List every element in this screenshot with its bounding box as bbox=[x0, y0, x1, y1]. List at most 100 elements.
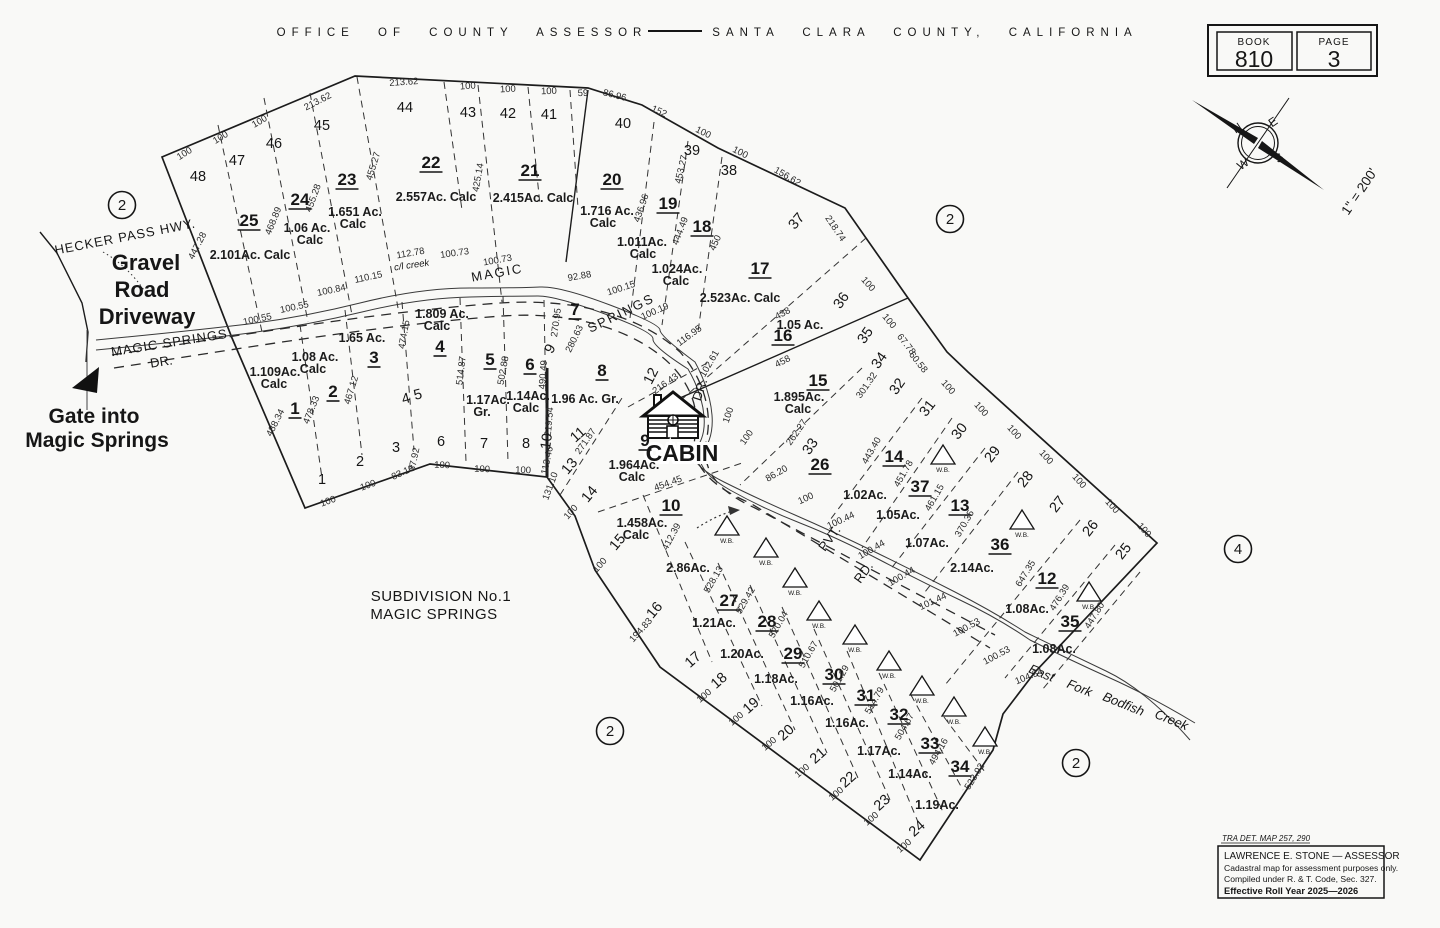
measurement-label: 100 bbox=[1004, 423, 1023, 442]
lot-number: 24 bbox=[906, 818, 929, 841]
measurement-label: 100.73 bbox=[439, 246, 469, 261]
measurement-label: 100 bbox=[474, 464, 490, 476]
parcel-number: 15 bbox=[809, 371, 828, 390]
map-annotation: Gate into bbox=[48, 405, 139, 428]
acreage-label: Calc bbox=[623, 528, 649, 542]
lot-number: 2 bbox=[356, 454, 364, 470]
wb-triangle-icon bbox=[805, 599, 833, 621]
parcel-number: 19 bbox=[659, 194, 678, 213]
parcel-number: 4 bbox=[435, 337, 445, 356]
book-page-box: BOOK 810 PAGE 3 bbox=[1207, 24, 1378, 77]
header-title-left: OFFICE OF COUNTY ASSESSOR bbox=[277, 27, 648, 39]
parcel-number: 21 bbox=[521, 161, 540, 180]
lot-line-solid-16-15 bbox=[647, 297, 909, 413]
map-annotation: Driveway bbox=[99, 304, 196, 329]
parcel-number: 28 bbox=[758, 612, 777, 631]
measurement-label: 100 bbox=[796, 490, 815, 507]
circled-number-ring bbox=[107, 190, 137, 220]
lot-number: 14 bbox=[579, 483, 602, 506]
measurement-label: 86.96 bbox=[602, 87, 628, 103]
measurement-label: 100 bbox=[434, 460, 450, 472]
acreage-label: 1.08 Ac. bbox=[292, 350, 339, 364]
assessor-name: LAWRENCE E. STONE — ASSESSOR bbox=[1224, 851, 1400, 862]
acreage-label: 2.557Ac. Calc bbox=[396, 190, 477, 204]
lot-number: 46 bbox=[266, 136, 282, 152]
circled-section-number: 2 bbox=[118, 197, 126, 214]
measurement-label: 100.44 bbox=[856, 538, 887, 562]
measurement-label: 213.62 bbox=[302, 90, 333, 113]
wb-triangle-icon bbox=[781, 566, 809, 588]
parcel-number: 36 bbox=[991, 535, 1010, 554]
header-title-right: SANTA CLARA COUNTY, CALIFORNIA bbox=[712, 27, 1137, 39]
measurement-label: 100 bbox=[460, 80, 477, 92]
parcel-number: 16 bbox=[774, 326, 793, 345]
measurement-label: 514.87 bbox=[454, 356, 468, 386]
parcel-number: 24 bbox=[291, 190, 310, 209]
map-annotation: Magic Springs bbox=[25, 429, 169, 452]
gate-arrow-icon bbox=[72, 367, 99, 393]
lot-line-solid-21-20 bbox=[565, 89, 589, 263]
acreage-label: 1.96 Ac. Gr. bbox=[551, 392, 619, 406]
acreage-label: 1.964Ac. bbox=[609, 458, 660, 472]
acreage-label: 1.651 Ac. bbox=[328, 205, 382, 219]
parcel-number: 35 bbox=[1061, 612, 1080, 631]
parcel-number: 32 bbox=[890, 705, 909, 724]
acreage-label: 1.05Ac. bbox=[876, 508, 920, 522]
measurement-label: 100 bbox=[738, 428, 756, 447]
map-annotation: Fork bbox=[1065, 676, 1096, 700]
wb-triangle-icon bbox=[1075, 580, 1103, 602]
lot-number: 45 bbox=[314, 118, 330, 134]
legend-box: TRA DET. MAP 257, 290 LAWRENCE E. STONE … bbox=[1217, 834, 1400, 899]
wb-triangle-icon bbox=[971, 725, 999, 747]
compass-e: E bbox=[1266, 114, 1280, 130]
lot-number: 1 bbox=[318, 472, 326, 488]
measurement-label: 100 bbox=[1036, 448, 1055, 467]
parcel-number: 37 bbox=[911, 477, 930, 496]
subdivision-boundary bbox=[160, 75, 1159, 862]
measurement-label: 59 bbox=[577, 88, 588, 99]
acreage-label: 1.08Ac. bbox=[1005, 602, 1049, 616]
acreage-label: 1.21Ac. bbox=[692, 616, 736, 630]
lot-number: 7 bbox=[480, 436, 488, 452]
lot-number: 4 bbox=[400, 390, 412, 408]
acreage-label: 1.20Ac. bbox=[720, 647, 764, 661]
measurement-label: 502.88 bbox=[496, 355, 512, 386]
measurement-label: 444.49 bbox=[670, 216, 691, 247]
measurement-label: 100 bbox=[562, 503, 581, 522]
wb-triangle-icon bbox=[908, 674, 936, 696]
acreage-label: 1.05 Ac. bbox=[777, 318, 824, 332]
wb-label: W.B. bbox=[720, 538, 734, 545]
measurement-label: 468.89 bbox=[263, 206, 284, 237]
south-needle bbox=[1258, 141, 1324, 190]
measurement-label: 218.74 bbox=[822, 213, 847, 243]
lot-number: 20 bbox=[775, 722, 798, 745]
measurement-label: 100 bbox=[211, 129, 230, 147]
book-box bbox=[1216, 31, 1293, 71]
lot-number: 25 bbox=[1113, 540, 1136, 563]
acreage-label: 1.17Ac. bbox=[466, 393, 510, 407]
circled-number-ring bbox=[1223, 534, 1253, 564]
book-value: 810 bbox=[1235, 46, 1273, 72]
creek-path bbox=[95, 286, 1196, 741]
cabin-icon bbox=[638, 390, 708, 439]
measurement-label: 467.12 bbox=[342, 375, 361, 406]
page-box bbox=[1296, 31, 1372, 71]
acreage-label: 1.07Ac. bbox=[905, 536, 949, 550]
parcel-number: 8 bbox=[597, 361, 606, 380]
wb-triangles: W.B.W.B.W.B.W.B.W.B.W.B.W.B.W.B.W.B.W.B.… bbox=[713, 443, 1103, 756]
measurement-label: 453.27 bbox=[673, 154, 690, 185]
wb-triangle-icon bbox=[929, 443, 957, 465]
wb-triangle-icon bbox=[713, 514, 741, 536]
circled-number-ring bbox=[1061, 748, 1091, 778]
legend-line3: Compiled under R. & T. Code, Sec. 327. bbox=[1224, 874, 1377, 884]
circled-number-ring bbox=[935, 204, 965, 234]
acreage-label: Calc bbox=[785, 402, 811, 416]
map-annotation: c/l creek bbox=[393, 257, 431, 273]
book-label: BOOK bbox=[1238, 37, 1271, 48]
lot-number: 38 bbox=[721, 163, 737, 179]
wb-triangle-icon bbox=[841, 623, 869, 645]
